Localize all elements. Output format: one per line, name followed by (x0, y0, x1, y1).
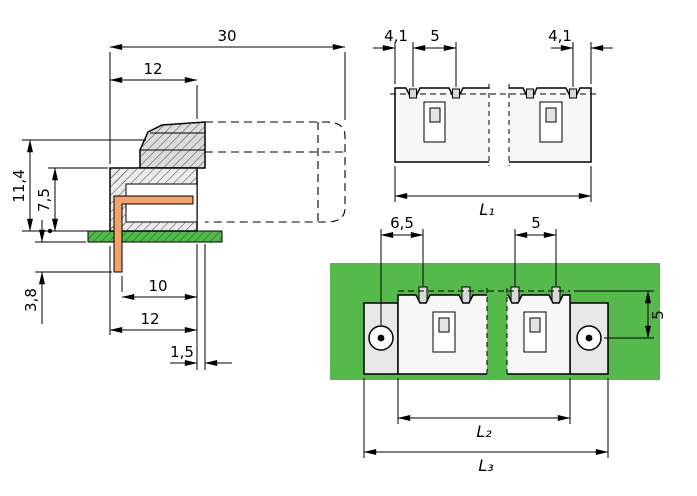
dim-hole-offset-vertical: 5 (574, 290, 667, 339)
mounting-flange-left (363, 302, 399, 375)
front-view: 6,5 5 5 L₂ L₃ (330, 214, 667, 475)
dim-end-margin-right-label: 4,1 (548, 27, 572, 45)
dim-hole-to-first-pin: 6,5 (380, 214, 424, 325)
screw-hole-left-center (377, 334, 385, 342)
dim-hole-to-first-pin-label: 6,5 (390, 214, 414, 232)
dim-height-overall: 11,4 (10, 139, 146, 232)
dim-pin-pitch-front-label: 5 (531, 214, 541, 232)
keying-detail (423, 101, 563, 143)
mating-plug-phantom (205, 121, 346, 223)
dim-depth-total-label: 30 (217, 27, 236, 45)
mounting-flange-right (569, 302, 609, 375)
pin-stubs-top-view (409, 88, 577, 99)
dim-length-overall-L3-label: L₃ (478, 456, 493, 475)
dim-pin-to-front: 10 (121, 276, 198, 300)
dim-pin-pitch-top-label: 5 (430, 27, 440, 45)
dim-end-margin-right: 4,1 (548, 27, 613, 51)
side-view: 30 12 11,4 7,5 3,8 (10, 27, 346, 370)
dim-length-pin-field-L2-label: L₂ (476, 422, 492, 441)
dim-pin-below-board-label: 3,8 (22, 288, 40, 312)
dim-front-offset: 1,5 (170, 343, 232, 366)
dim-pin-below-board: 3,8 (22, 220, 112, 324)
pcb-cross-section (87, 230, 223, 243)
top-view: 4,1 5 4,1 L₁ (373, 27, 613, 219)
dim-length-pin-field-L2: L₂ (397, 378, 571, 441)
dim-depth-housing-bottom: 12 (109, 246, 198, 335)
datum-dot (47, 228, 53, 234)
dim-length-overall-L3: L₃ (363, 378, 609, 475)
dim-hole-offset-vertical-label: 5 (649, 310, 667, 320)
dim-pin-pitch-top: 5 (412, 27, 457, 51)
dim-front-offset-label: 1,5 (170, 343, 194, 361)
dim-end-margin-left: 4,1 (373, 27, 408, 51)
dim-end-margin-left-label: 4,1 (384, 27, 408, 45)
dim-depth-housing-top-label: 12 (143, 60, 162, 78)
housing-lever (139, 121, 206, 169)
dim-depth-housing-bottom-label: 12 (140, 310, 159, 328)
dim-pin-to-front-label: 10 (148, 277, 167, 295)
solder-pin (113, 195, 194, 273)
dim-height-housing-label: 7,5 (35, 188, 53, 212)
dim-depth-housing-top: 12 (109, 60, 198, 119)
keying-detail-front (432, 311, 547, 353)
dim-total-length-L1-label: L₁ (479, 200, 494, 219)
dim-depth-total: 30 (109, 27, 346, 164)
dim-pin-pitch-front: 5 (514, 214, 557, 286)
screw-hole-right-center (585, 334, 593, 342)
dim-height-housing: 7,5 (35, 167, 108, 232)
dim-total-length-L1: L₁ (394, 166, 592, 219)
dim-height-overall-label: 11,4 (10, 169, 28, 202)
